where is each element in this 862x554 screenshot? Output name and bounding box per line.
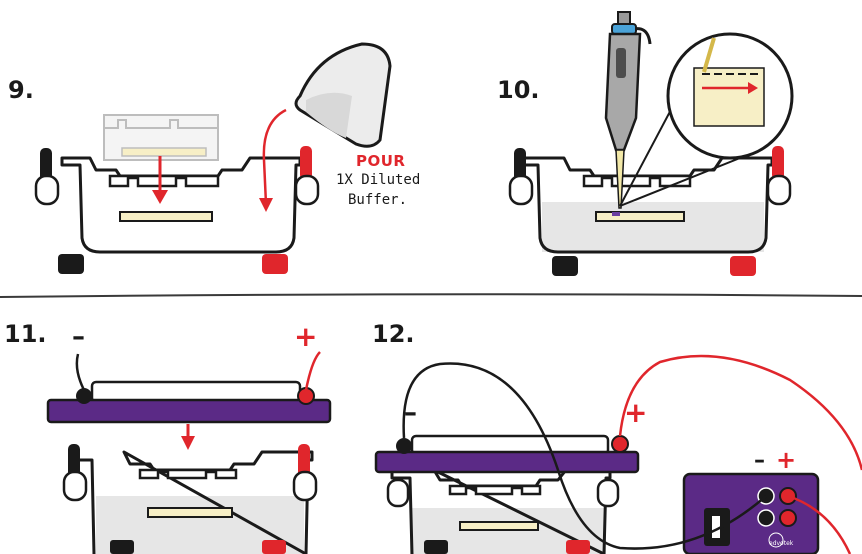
red-handle-base: [596, 478, 620, 508]
black-handle-base: [62, 470, 88, 502]
black-handle-base: [508, 174, 534, 206]
power-supply-logo-text: edvotek: [769, 540, 794, 547]
black-handle: [514, 148, 526, 182]
power-switch-rocker: [712, 516, 720, 538]
step-12-panel: [374, 354, 862, 554]
gel-tray: [138, 468, 238, 480]
red-foot: [566, 540, 590, 554]
lid-purple: [46, 398, 332, 424]
pour-instruction: POUR: [356, 152, 406, 170]
gel-slab: [119, 211, 213, 222]
lid-purple: [374, 450, 640, 474]
step-11-plus-label: +: [294, 320, 318, 353]
lid-black-plug: [76, 388, 92, 404]
tray-ghost-gel: [121, 147, 207, 157]
pour-line-2: Buffer.: [348, 192, 408, 208]
step-10-number: 10.: [497, 76, 540, 104]
red-handle-base: [294, 174, 320, 206]
loaded-well: [612, 212, 620, 216]
chamber-body: [390, 468, 612, 554]
red-lead: [304, 351, 321, 391]
step-9-number: 9.: [8, 76, 34, 104]
step-12-minus-label: –: [404, 398, 417, 428]
row-divider: [0, 293, 862, 298]
pipette-plunger: [617, 11, 631, 25]
pipette-collar: [611, 23, 637, 35]
pour-arrow: [262, 108, 287, 205]
step-10-panel: [508, 11, 794, 276]
black-handle: [40, 148, 52, 182]
red-foot: [730, 256, 756, 276]
red-cable-to-supply: [787, 494, 852, 554]
red-foot: [262, 540, 286, 554]
red-handle-base: [766, 174, 792, 206]
step-11-panel: [46, 351, 332, 554]
black-handle: [68, 444, 80, 478]
lid-black-plug: [396, 438, 412, 454]
gel-slab: [147, 507, 233, 518]
red-foot: [262, 254, 288, 274]
pipette-display: [616, 48, 626, 78]
black-jack-2: [757, 509, 775, 527]
supply-plus-label: +: [776, 446, 797, 474]
supply-minus-label: –: [754, 448, 765, 473]
pipette-tip: [615, 149, 625, 209]
gel-tray: [448, 484, 542, 496]
pour-line-1: 1X Diluted: [336, 172, 421, 188]
step-9-panel: [34, 42, 392, 274]
buffer-fill: [542, 202, 764, 252]
chamber-body: [518, 156, 774, 254]
black-foot: [58, 254, 84, 274]
red-handle: [298, 444, 310, 478]
red-handle: [772, 146, 784, 180]
red-handle: [300, 146, 312, 180]
beaker-liquid: [306, 92, 352, 138]
black-foot: [424, 540, 448, 554]
step-12-number: 12.: [372, 320, 415, 348]
black-foot: [110, 540, 134, 554]
gel-slab: [595, 211, 685, 222]
zoom-direction-arrow-head: [748, 82, 758, 94]
gel-tray: [108, 174, 220, 188]
black-handle-base: [34, 174, 60, 206]
lower-arrow-head: [152, 190, 168, 204]
lid-red-plug: [611, 435, 629, 453]
black-handle-base: [386, 478, 410, 508]
black-cable: [402, 362, 767, 550]
step-11-number: 11.: [4, 320, 47, 348]
black-foot: [552, 256, 578, 276]
step-11-minus-label: –: [72, 322, 85, 352]
lid-arrow-head: [181, 436, 195, 450]
red-handle-base: [292, 470, 318, 502]
zoom-gel: [693, 67, 765, 127]
red-cable: [618, 354, 862, 471]
black-lead: [75, 353, 86, 391]
gel-tray: [582, 174, 692, 188]
step-12-plus-label: +: [624, 396, 648, 429]
zoom-tip: [702, 37, 716, 73]
red-jack-2: [779, 509, 797, 527]
lid-red-plug: [297, 387, 315, 405]
brand-logo: [768, 532, 784, 548]
gel-slab: [459, 521, 539, 531]
pour-arrow-head: [259, 198, 273, 212]
